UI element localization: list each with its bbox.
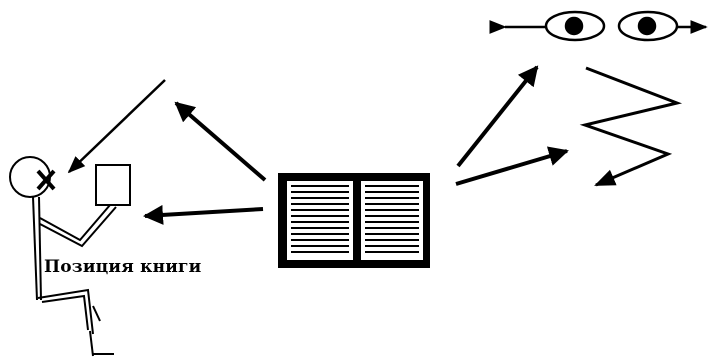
held-book <box>95 164 131 206</box>
arrow-up-right <box>456 65 539 168</box>
book-position-label: Позиция книги <box>44 257 202 277</box>
stick-figure-icon <box>9 156 131 357</box>
book-icon <box>278 173 430 268</box>
arrow-up-left <box>174 101 267 182</box>
arrow-right <box>455 146 569 186</box>
eyes-icon <box>489 10 708 42</box>
eye-scan-path-arrow <box>579 66 683 187</box>
arrows-from-book <box>143 65 569 225</box>
arrow-left <box>143 204 264 225</box>
sight-line-arrow <box>67 79 166 174</box>
